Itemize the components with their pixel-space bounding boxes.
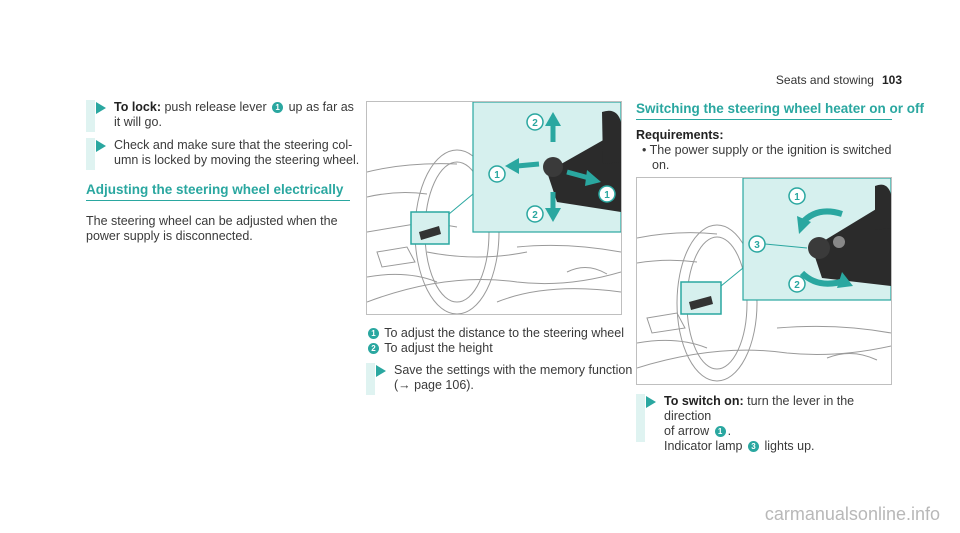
step-text: Indicator lamp bbox=[664, 439, 743, 453]
step-text: Save the settings with the memory functi… bbox=[394, 363, 633, 377]
step-text: Check and make sure that the steering co… bbox=[114, 138, 353, 152]
callout-circle bbox=[598, 185, 616, 203]
step-text: up as far as it will go. bbox=[114, 100, 354, 129]
step-line: To switch on: turn the lever in the dire… bbox=[664, 394, 904, 424]
callout-circle bbox=[488, 165, 506, 183]
step-label: To switch on: bbox=[664, 394, 744, 408]
step-text: of arrow bbox=[664, 424, 710, 438]
heater-switch-illustration: 1 3 2 bbox=[637, 178, 891, 382]
paragraph-text: The steering wheel can be adjusted when … bbox=[86, 214, 338, 228]
paragraph-text: power supply is disconnected. bbox=[86, 229, 253, 243]
legend-item: 1 To adjust the distance to the steering… bbox=[366, 326, 636, 341]
paragraph-power: The steering wheel can be adjusted when … bbox=[86, 214, 356, 244]
callout-badge: 1 bbox=[272, 102, 284, 113]
legend-item: 2 To adjust the height bbox=[366, 341, 636, 356]
callout-circle bbox=[526, 205, 544, 223]
requirement-text: The power supply or the ignition is swit… bbox=[649, 143, 892, 157]
step-label: To lock: bbox=[114, 100, 161, 114]
page-header: Seats and stowing 103 bbox=[776, 73, 902, 87]
inset-panel: 1 3 2 bbox=[742, 178, 891, 301]
section-name: Seats and stowing bbox=[775, 73, 874, 87]
step-text: (→ page 106). bbox=[394, 378, 474, 392]
callout-label: 1 bbox=[604, 190, 610, 201]
step-arrow-icon bbox=[646, 396, 656, 408]
step-arrow-icon bbox=[96, 102, 106, 114]
lever-highlight bbox=[410, 211, 450, 245]
step-check-column: Check and make sure that the steering co… bbox=[114, 138, 364, 168]
callout-badge: 3 bbox=[748, 441, 759, 452]
legend-text: To adjust the height bbox=[384, 341, 493, 355]
figure-steering-adjust: 2 1 1 2 bbox=[366, 101, 622, 315]
watermark: carmanualsonline.info bbox=[764, 504, 940, 524]
callout-label: 2 bbox=[532, 210, 538, 221]
legend-text: To adjust the distance to the steering w… bbox=[384, 326, 624, 340]
callout-label: 1 bbox=[794, 192, 800, 203]
callout-circle bbox=[788, 275, 806, 293]
step-arrow-icon bbox=[96, 140, 106, 152]
figure-heater-switch: 1 3 2 bbox=[636, 177, 892, 385]
step-text: push release lever bbox=[164, 100, 267, 114]
step-text: lights up. bbox=[764, 439, 815, 453]
legend-badge: 2 bbox=[368, 343, 379, 354]
step-text: turn the lever in the direction bbox=[664, 394, 855, 423]
bullet-icon: • bbox=[642, 143, 647, 157]
step-text: umn is locked by moving the steering whe… bbox=[114, 153, 360, 167]
step-switch-on: To switch on: turn the lever in the dire… bbox=[664, 394, 904, 454]
step-bar bbox=[636, 394, 645, 442]
step-line: of arrow 1. bbox=[664, 424, 904, 439]
requirement-item: • The power supply or the ignition is sw… bbox=[636, 143, 896, 158]
step-arrow-icon bbox=[376, 365, 386, 377]
inset-panel: 2 1 1 2 bbox=[472, 102, 621, 233]
legend-badge: 1 bbox=[368, 328, 379, 339]
callout-label: 2 bbox=[794, 280, 800, 291]
steering-adjust-illustration: 2 1 1 2 bbox=[367, 102, 621, 314]
callout-circle bbox=[748, 235, 766, 253]
step-to-lock: To lock: push release lever 1 up as far … bbox=[114, 100, 354, 130]
requirements-label: Requirements: bbox=[636, 128, 724, 142]
section-rule bbox=[86, 200, 350, 201]
callout-label: 3 bbox=[754, 240, 760, 251]
step-bar bbox=[86, 100, 95, 132]
callout-badge: 1 bbox=[714, 426, 726, 437]
requirement-text: on. bbox=[652, 158, 670, 172]
callout-label: 2 bbox=[532, 118, 538, 129]
step-bar bbox=[86, 138, 95, 170]
callout-circle bbox=[526, 113, 544, 131]
step-line: Indicator lamp 3 lights up. bbox=[664, 439, 904, 454]
section-title-heater: Switching the steering wheel heater on o… bbox=[636, 101, 925, 116]
callout-label: 1 bbox=[494, 170, 500, 181]
step-text: . bbox=[727, 424, 732, 438]
requirements-block: Requirements: • The power supply or the … bbox=[636, 128, 896, 173]
section-title-adjusting: Adjusting the steering wheel electricall… bbox=[86, 182, 344, 197]
step-save-settings: Save the settings with the memory functi… bbox=[394, 363, 634, 393]
page-number: 103 bbox=[881, 73, 902, 87]
lever-highlight bbox=[680, 281, 722, 315]
section-rule bbox=[636, 119, 892, 120]
step-bar bbox=[366, 363, 375, 395]
callout-circle bbox=[788, 187, 806, 205]
